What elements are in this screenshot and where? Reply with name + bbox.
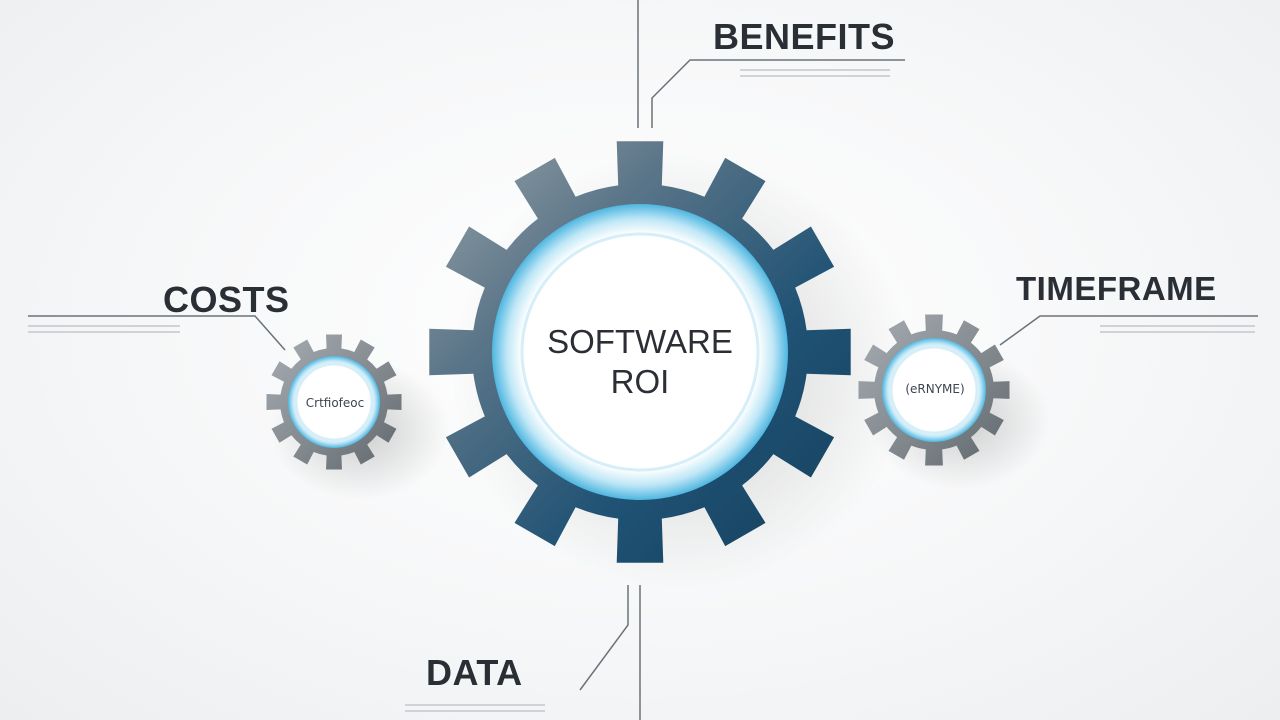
center-gear-line1: SOFTWARE xyxy=(547,323,733,360)
data-label: DATA xyxy=(426,652,523,693)
connector-lines xyxy=(28,0,1258,720)
right-gear-text: (eRNYME) xyxy=(905,382,965,396)
center-gear-title: SOFTWARE ROI xyxy=(530,322,750,402)
timeframe-gear xyxy=(858,314,1010,466)
timeframe-gear-face xyxy=(889,345,979,435)
software-roi-gear-face xyxy=(520,232,760,472)
costs-label: COSTS xyxy=(163,279,290,320)
benefits-connector xyxy=(651,59,905,128)
costs-gear xyxy=(266,334,402,470)
center-gear-line2: ROI xyxy=(610,363,670,400)
software-roi-gear xyxy=(429,141,851,563)
costs-gear-face xyxy=(294,362,374,442)
left-gear-text: Crtfiofeoc xyxy=(305,396,365,410)
timeframe-label: TIMEFRAME xyxy=(1016,270,1217,307)
data-connector xyxy=(579,585,629,691)
timeframe-connector xyxy=(999,315,1258,346)
costs-connector xyxy=(28,315,286,351)
benefits-label: BENEFITS xyxy=(713,16,896,57)
